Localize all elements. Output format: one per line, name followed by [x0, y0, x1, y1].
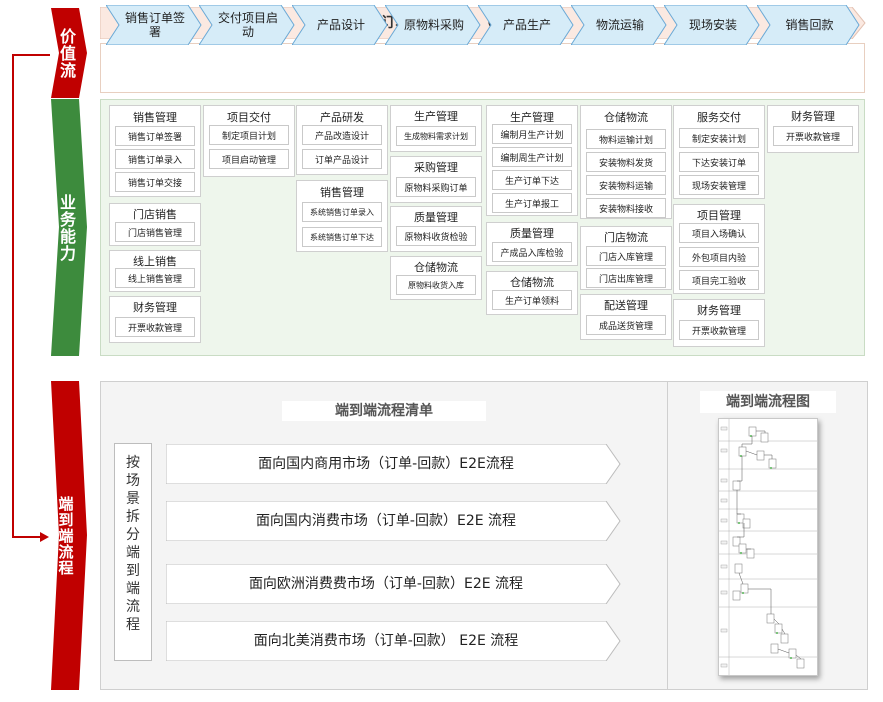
step-production: 产品生产 — [478, 5, 574, 45]
capability-tab — [51, 99, 87, 356]
cap-service-delivery: 服务交付 制定安装计划 下达安装订单 现场安装管理 — [673, 105, 765, 199]
cap-finance-3: 财务管理 开票收款管理 — [767, 105, 859, 153]
cap-quality-1: 质量管理 原物料收货检验 — [390, 206, 482, 252]
step-payment: 销售回款 — [757, 5, 860, 45]
flow-domestic-consumer[interactable]: 面向国内消费市场（订单-回款）E2E 流程 — [166, 501, 622, 541]
step-installation: 现场安装 — [664, 5, 760, 45]
step-material-purchase: 原物料采购 — [385, 5, 481, 45]
cap-quality-2: 质量管理 产成品入库检验 — [486, 222, 578, 266]
scenario-label: 按场景拆分端到端流程 — [114, 443, 152, 661]
value-stream-label: 价值流 — [57, 27, 76, 79]
flow-na-consumer[interactable]: 面向北美消费市场（订单-回款） E2E 流程 — [166, 621, 622, 661]
value-stream-tab — [51, 8, 87, 98]
step-project-start: 交付项目启动 — [199, 5, 295, 45]
e2e-label: 端到端流程 — [56, 495, 75, 576]
cap-delivery: 配送管理 成品送货管理 — [580, 294, 672, 340]
cap-production-plan: 生产管理 生成物料需求计划 — [390, 105, 482, 152]
e2e-tab — [51, 381, 87, 690]
cap-production-mgmt: 生产管理 编制月生产计划 编制周生产计划 生产订单下达 生产订单报工 — [486, 105, 578, 216]
step-product-design: 产品设计 — [292, 5, 388, 45]
e2e-map-title: 端到端流程图 — [700, 391, 836, 413]
cap-finance-1: 财务管理 开票收款管理 — [109, 296, 201, 343]
cap-project-delivery: 项目交付 制定项目计划 项目启动管理 — [203, 105, 295, 177]
cap-sales-mgmt: 销售管理 销售订单签署 销售订单录入 销售订单交接 — [109, 105, 201, 197]
e2e-flow-thumbnail[interactable] — [718, 418, 818, 676]
swimlane-thumbnail — [719, 419, 817, 675]
cap-purchasing: 采购管理 原物料采购订单 — [390, 156, 482, 203]
cap-finance-2: 财务管理 开票收款管理 — [673, 299, 765, 347]
cap-store-sales: 门店销售 门店销售管理 — [109, 203, 201, 246]
flow-europe-consumer[interactable]: 面向欧洲消费费市场（订单-回款）E2E 流程 — [166, 564, 622, 604]
value-stream-process — [100, 43, 865, 93]
cap-project-mgmt: 项目管理 项目入场确认 外包项目内验 项目完工验收 — [673, 204, 765, 294]
e2e-list-title: 端到端流程清单 — [282, 401, 486, 421]
cap-warehouse-2: 仓储物流 生产订单领料 — [486, 271, 578, 315]
cap-warehouse-3: 仓储物流 物料运输计划 安装物料发货 安装物料运输 安装物料接收 — [580, 105, 672, 219]
cap-online-sales: 线上销售 线上销售管理 — [109, 250, 201, 292]
cap-product-rd: 产品研发 产品改造设计 订单产品设计 — [296, 105, 388, 175]
step-order-sign: 销售订单签署 — [106, 5, 202, 45]
step-logistics: 物流运输 — [571, 5, 667, 45]
cap-sales-mgmt-sys: 销售管理 系统销售订单录入 系统销售订单下达 — [296, 180, 388, 252]
cap-store-logistics: 门店物流 门店入库管理 门店出库管理 — [580, 226, 672, 290]
capability-label: 业务能力 — [57, 193, 76, 262]
cap-warehouse-1: 仓储物流 原物料收货入库 — [390, 256, 482, 300]
flow-domestic-commercial[interactable]: 面向国内商用市场（订单-回款）E2E流程 — [166, 444, 622, 484]
